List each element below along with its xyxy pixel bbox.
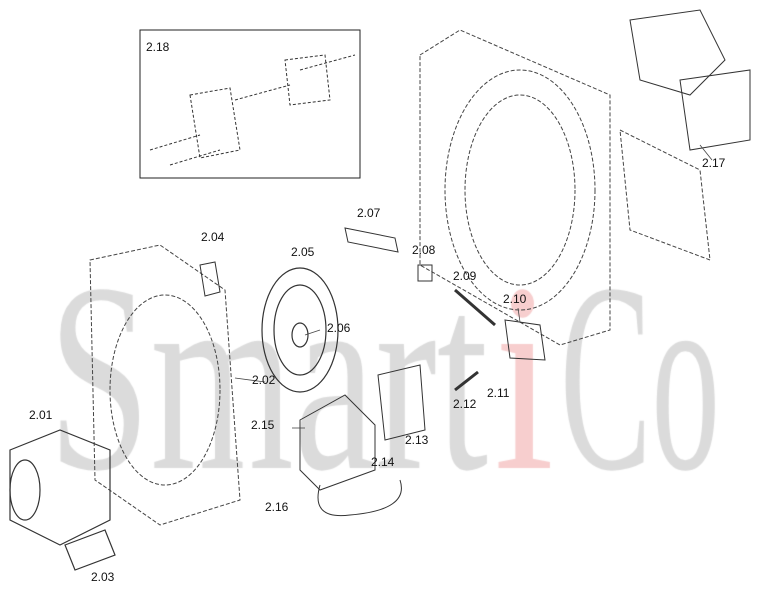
label-2-04: 2.04 <box>201 230 225 244</box>
label-2-11: 2.11 <box>487 386 510 400</box>
label-2-06: 2.06 <box>327 321 351 335</box>
label-2-12: 2.12 <box>453 397 477 411</box>
label-2-09: 2.09 <box>453 269 477 283</box>
label-2-07: 2.07 <box>357 206 381 220</box>
part-2-13 <box>377 364 426 441</box>
inset-box-2-18 <box>139 29 361 179</box>
label-2-13: 2.13 <box>405 433 429 447</box>
part-2-05-fan <box>261 267 339 393</box>
part-2-03 <box>64 529 116 571</box>
label-2-01: 2.01 <box>29 408 53 422</box>
label-2-14: 2.14 <box>371 455 395 469</box>
label-2-16: 2.16 <box>265 500 289 514</box>
part-2-10 <box>504 319 546 361</box>
part-2-09 <box>454 288 496 327</box>
label-2-02: 2.02 <box>252 373 276 387</box>
label-2-15: 2.15 <box>251 418 275 432</box>
part-2-15 <box>299 394 376 491</box>
part-2-08 <box>417 264 433 282</box>
part-2-15-cable <box>317 479 402 517</box>
part-2-17 <box>629 9 751 151</box>
part-2-01-motor <box>9 429 111 546</box>
label-2-18: 2.18 <box>146 40 170 54</box>
label-2-17: 2.17 <box>702 156 726 170</box>
leader-lines <box>234 144 713 429</box>
part-2-04 <box>199 261 221 297</box>
burner-housing <box>89 29 711 526</box>
part-2-07 <box>344 227 399 253</box>
part-2-18 <box>149 54 356 166</box>
part-2-12 <box>454 370 479 392</box>
label-2-08: 2.08 <box>412 243 436 257</box>
label-2-10: 2.10 <box>503 292 527 306</box>
label-2-05: 2.05 <box>291 245 315 259</box>
label-2-03: 2.03 <box>91 570 115 584</box>
